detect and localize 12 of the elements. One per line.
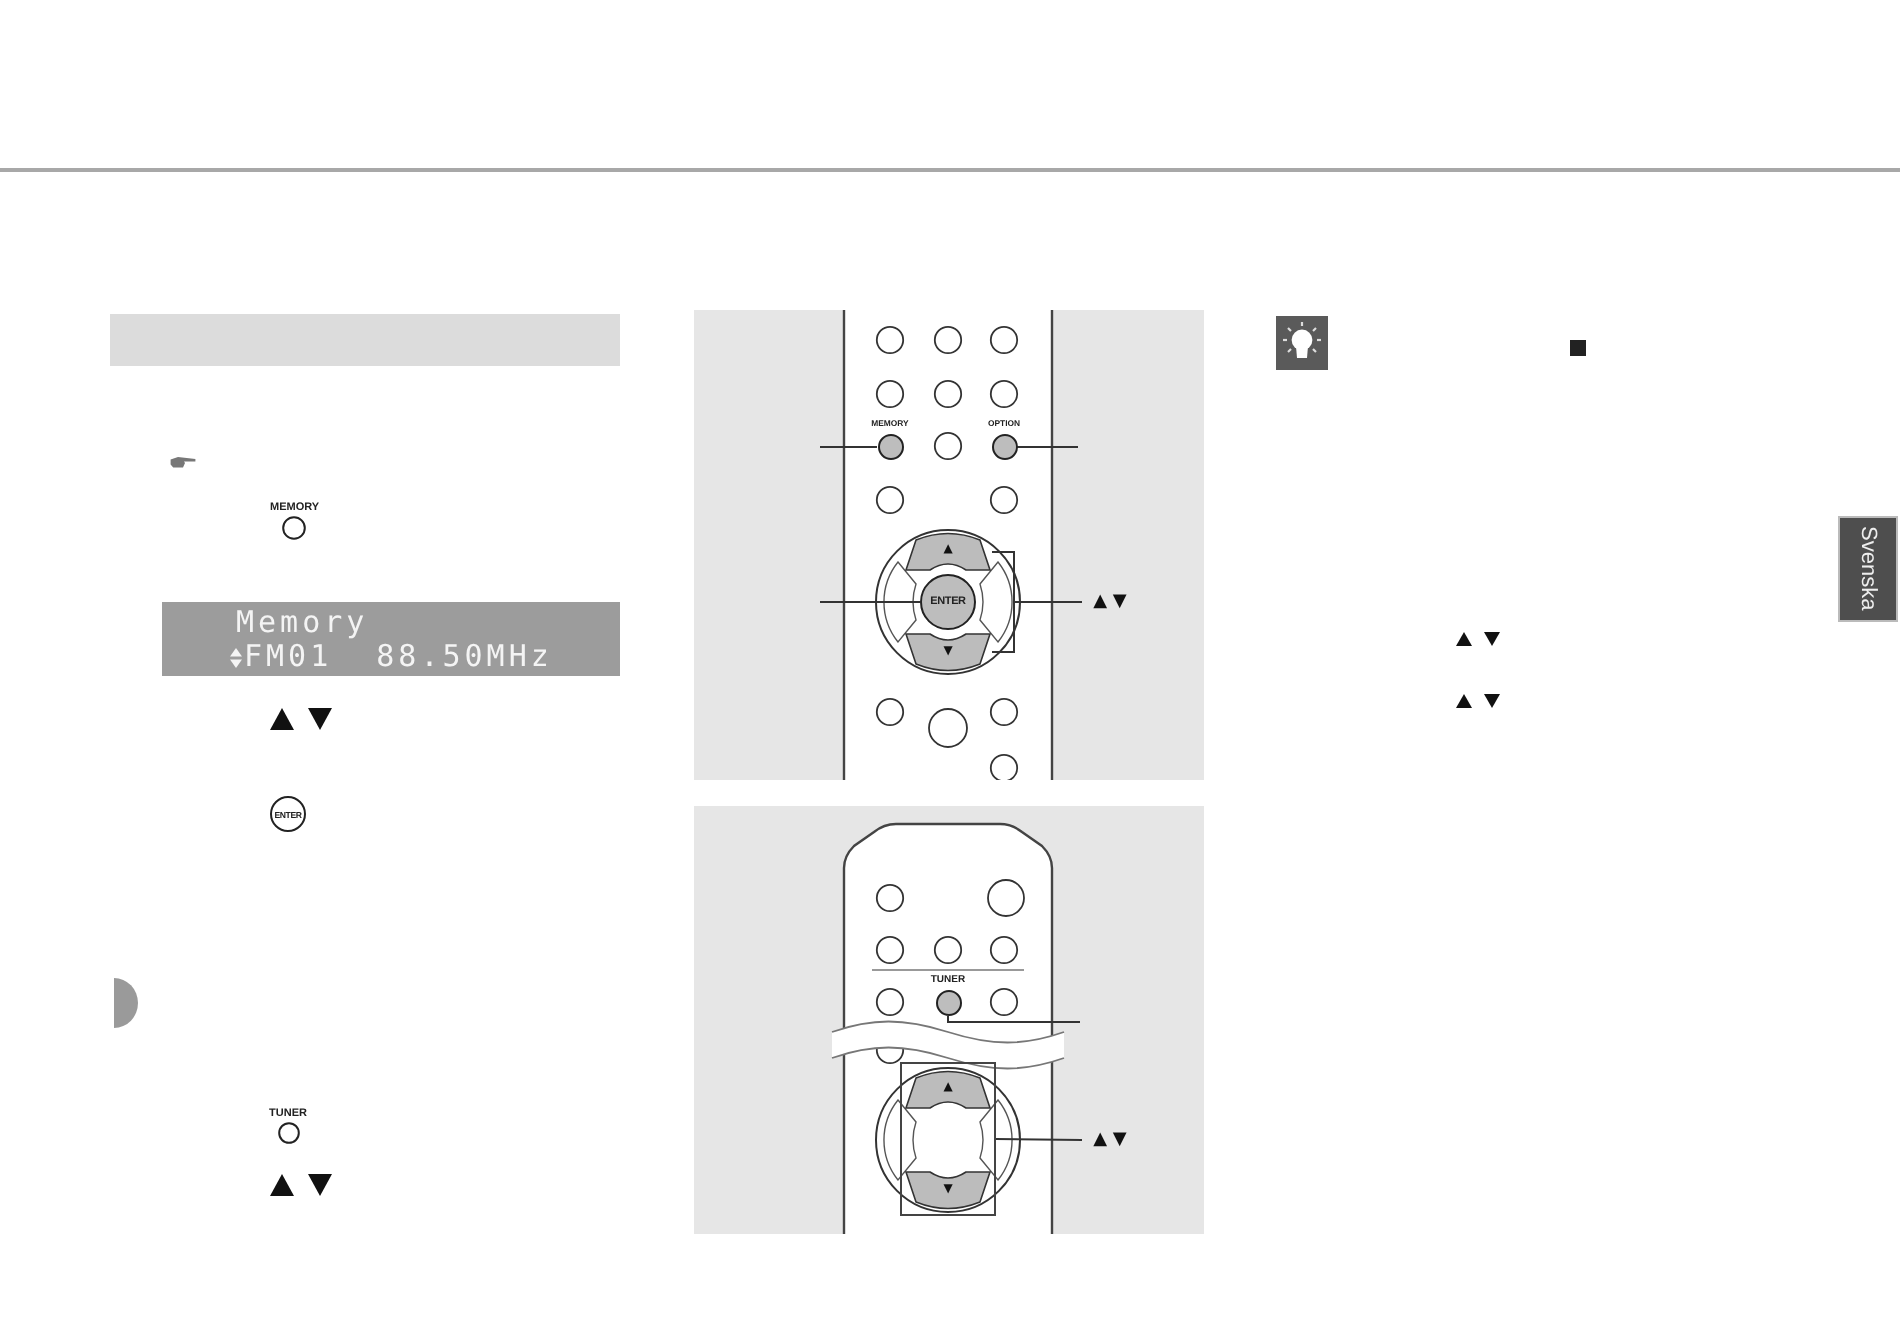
leader-line xyxy=(995,1138,1083,1141)
leader-line xyxy=(819,446,878,448)
outline-frame xyxy=(900,1062,996,1216)
heading-bar xyxy=(110,314,620,366)
display-text: Memory xyxy=(236,606,369,638)
language-tab: Svenska xyxy=(1838,516,1898,622)
lcd-display xyxy=(162,602,620,676)
key-label: ▲ ▼ xyxy=(1082,588,1138,616)
display-text: FM01 88.50MHz xyxy=(244,640,553,672)
leader-line xyxy=(947,1015,1081,1023)
leader-line xyxy=(1016,446,1079,448)
key-label: ▲ ▼ xyxy=(1082,1126,1138,1154)
